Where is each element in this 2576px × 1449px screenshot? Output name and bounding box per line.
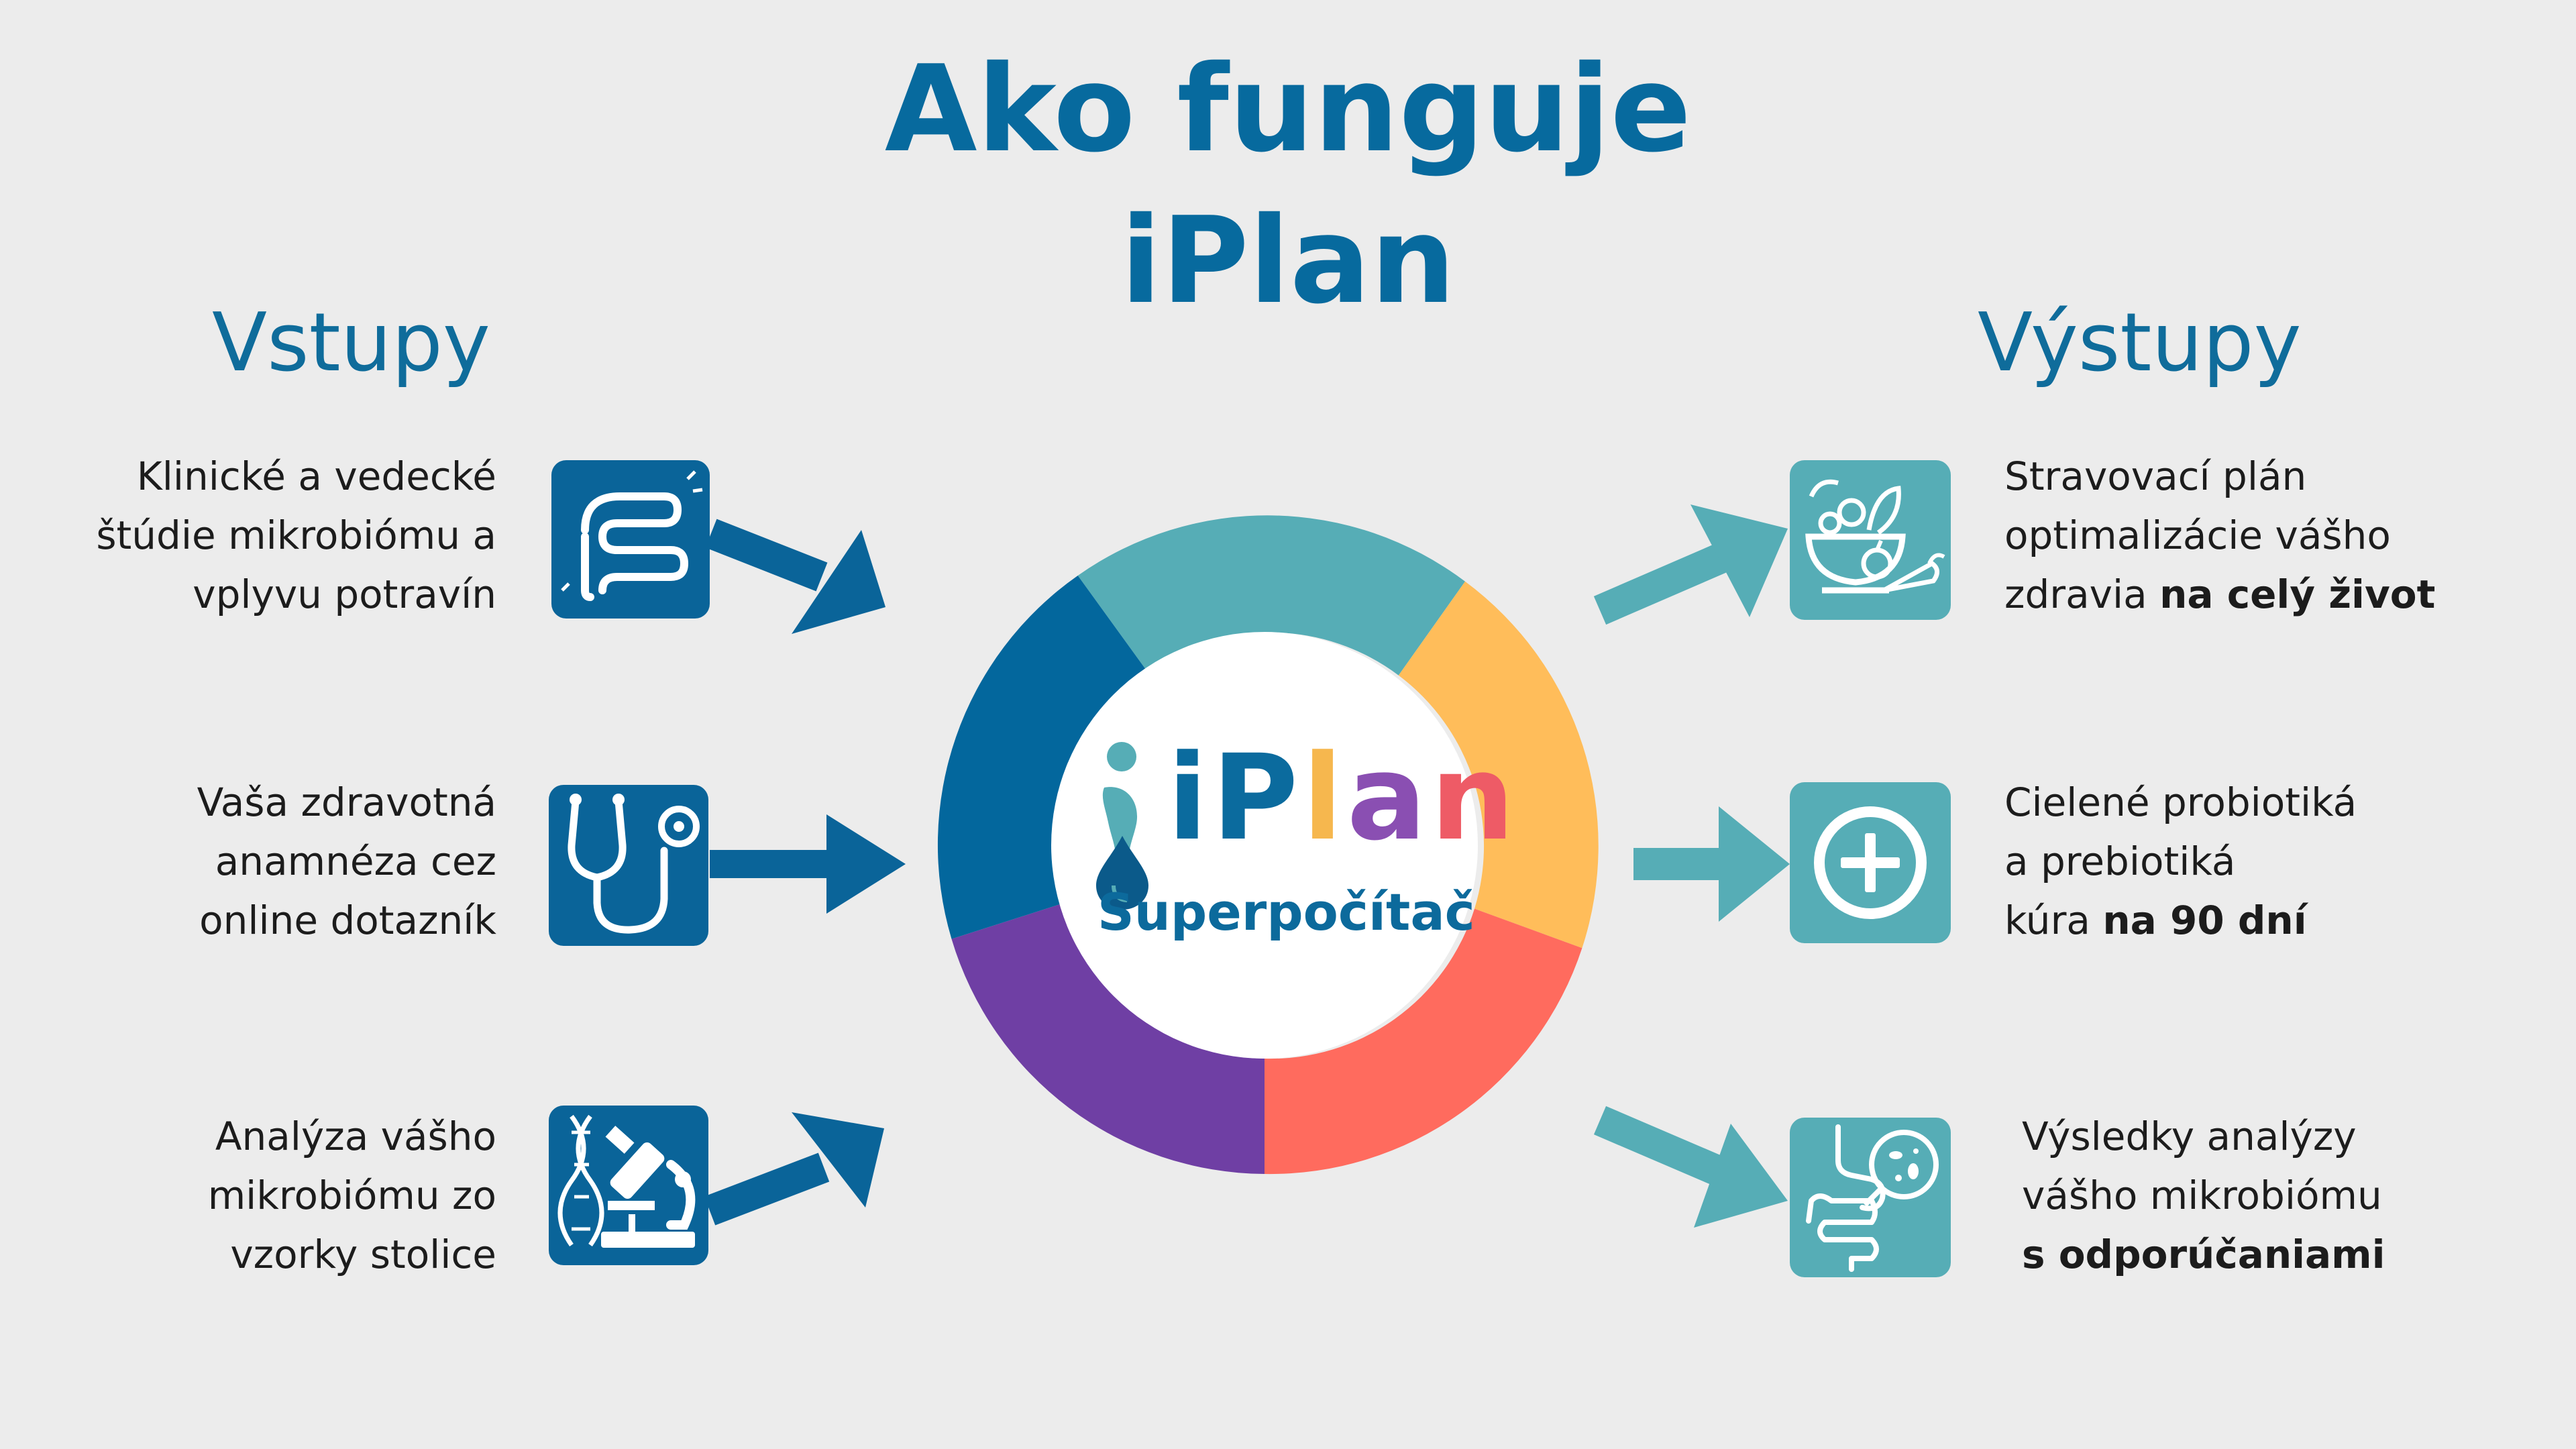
input-text-line: online dotazník bbox=[199, 898, 496, 943]
center-ring bbox=[937, 515, 1599, 1175]
output-text-plain: zdravia bbox=[2004, 572, 2160, 617]
output-arrow-2 bbox=[1633, 806, 1790, 922]
title-line-2: iPlan bbox=[1120, 191, 1456, 330]
output-text-analysis-results: Výsledky analýzy vášho mikrobiómu s odpo… bbox=[2022, 1107, 2385, 1284]
output-text-line: s odporúčaniami bbox=[2022, 1225, 2385, 1284]
output-text-bold: na 90 dní bbox=[2102, 898, 2307, 943]
ring-segment-red bbox=[1265, 908, 1582, 1175]
logo-letter: i bbox=[1167, 729, 1212, 867]
intestine-icon bbox=[551, 460, 710, 619]
ring-segment-blue bbox=[937, 576, 1148, 939]
ring-center-disc bbox=[1051, 632, 1478, 1059]
output-text-line: Výsledky analýzy bbox=[2022, 1114, 2357, 1159]
input-text-line: vplyvu potravín bbox=[193, 572, 496, 617]
iplan-logo-mark bbox=[1096, 742, 1148, 910]
input-text-line: Analýza vášho bbox=[215, 1114, 496, 1159]
output-text-bold: s odporúčaniami bbox=[2022, 1232, 2385, 1277]
logo-letter: l bbox=[1302, 729, 1347, 867]
food-bowl-icon bbox=[1790, 460, 1951, 620]
output-text-line: optimalizácie vášho bbox=[2004, 513, 2391, 558]
logo-subtitle: Superpočítač bbox=[1097, 882, 1475, 942]
input-text-studies: Klinické a vedecké štúdie mikrobiómu a v… bbox=[96, 447, 496, 624]
output-text-meal-plan: Stravovací plán optimalizácie vášho zdra… bbox=[2004, 447, 2435, 624]
input-text-anamnesis: Vaša zdravotná anamnéza cez online dotaz… bbox=[197, 773, 496, 950]
title-line-1: Ako funguje bbox=[884, 40, 1692, 178]
page-title: Ako funguje iPlan bbox=[751, 34, 1825, 337]
output-arrow-1 bbox=[1593, 504, 1788, 625]
logo-letter: n bbox=[1430, 729, 1519, 867]
output-text-plain: kúra bbox=[2004, 898, 2103, 943]
ring-segment-teal bbox=[1077, 515, 1465, 676]
output-text-probiotics: Cielené probiotiká a prebiotiká kúra na … bbox=[2004, 773, 2357, 950]
input-text-line: Vaša zdravotná bbox=[197, 780, 496, 825]
outputs-heading: Výstupy bbox=[1978, 297, 2302, 390]
input-text-line: štúdie mikrobiómu a bbox=[96, 513, 496, 558]
output-text-line: zdravia na celý život bbox=[2004, 565, 2435, 624]
output-text-line: Stravovací plán bbox=[2004, 453, 2307, 499]
output-text-bold: na celý život bbox=[2159, 572, 2436, 617]
digestive-system-icon bbox=[1790, 1118, 1951, 1277]
input-text-line: mikrobiómu zo bbox=[207, 1173, 496, 1218]
input-text-line: Klinické a vedecké bbox=[136, 453, 496, 499]
input-arrow-1 bbox=[705, 519, 885, 634]
iplan-logo-wordmark: iPlan bbox=[1167, 731, 1519, 865]
output-arrow-3 bbox=[1593, 1106, 1788, 1228]
logo-letter: a bbox=[1346, 729, 1431, 867]
ring-segment-yellow bbox=[1398, 581, 1599, 949]
input-arrow-2 bbox=[710, 814, 906, 914]
plus-circle-icon bbox=[1790, 782, 1951, 943]
stethoscope-icon bbox=[549, 785, 708, 946]
microscope-dna-icon bbox=[549, 1106, 708, 1265]
output-text-line: vášho mikrobiómu bbox=[2022, 1173, 2382, 1218]
ring-segment-purple bbox=[951, 904, 1265, 1174]
inputs-heading: Vstupy bbox=[212, 297, 490, 390]
output-text-line: kúra na 90 dní bbox=[2004, 891, 2357, 950]
input-text-line: vzorky stolice bbox=[230, 1232, 496, 1277]
input-text-stool-analysis: Analýza vášho mikrobiómu zo vzorky stoli… bbox=[208, 1107, 496, 1284]
output-text-line: Cielené probiotiká bbox=[2004, 780, 2357, 825]
input-text-line: anamnéza cez bbox=[215, 839, 496, 884]
input-arrow-3 bbox=[704, 1112, 884, 1226]
logo-letter: P bbox=[1212, 729, 1303, 867]
output-text-line: a prebiotiká bbox=[2004, 839, 2236, 884]
